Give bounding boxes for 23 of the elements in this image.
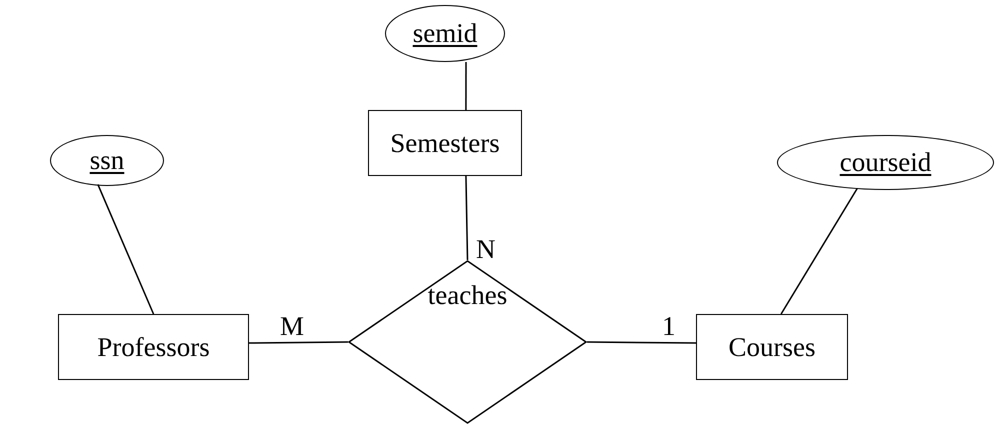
connector-line bbox=[465, 176, 468, 260]
entity-name: Professors bbox=[97, 332, 210, 362]
relationship-diamond bbox=[348, 260, 587, 424]
entity-name: Courses bbox=[728, 332, 816, 362]
attribute-ellipse bbox=[385, 5, 505, 62]
attribute-ellipse bbox=[777, 135, 994, 190]
key-attribute-name: courseid bbox=[840, 147, 932, 178]
attribute-ellipse bbox=[50, 135, 164, 186]
relationship-name: teaches bbox=[428, 280, 508, 311]
entity-name: Semesters bbox=[390, 128, 500, 158]
connector-line bbox=[780, 188, 858, 314]
cardinality-label: M bbox=[280, 313, 304, 340]
entity-box bbox=[368, 110, 522, 176]
key-attribute-name: semid bbox=[412, 18, 478, 49]
entity-box bbox=[696, 314, 848, 380]
key-attribute-name: ssn bbox=[90, 145, 124, 176]
connector-line bbox=[97, 184, 154, 314]
cardinality-label: N bbox=[476, 236, 496, 263]
connector-line bbox=[587, 341, 696, 344]
connector-line bbox=[465, 62, 467, 110]
entity-box bbox=[58, 314, 249, 380]
connector-line bbox=[249, 341, 348, 344]
cardinality-label: 1 bbox=[662, 313, 676, 340]
